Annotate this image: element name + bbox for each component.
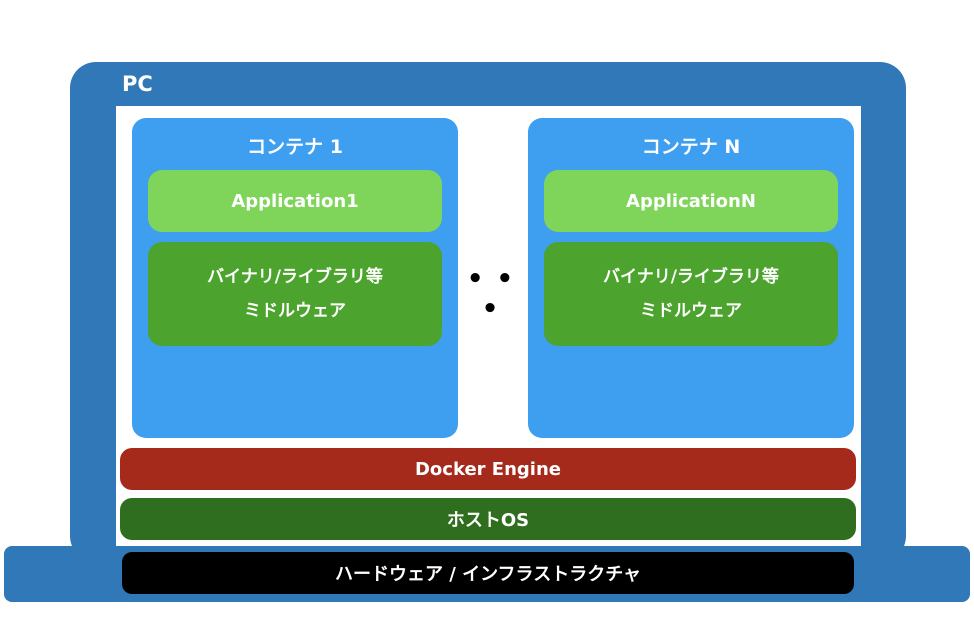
- host-os-layer: ホストOS: [120, 498, 856, 540]
- container-title: コンテナ N: [641, 136, 741, 158]
- libraries-label: バイナリ/ライブラリ等: [207, 267, 383, 287]
- container-title: コンテナ 1: [247, 136, 343, 158]
- libraries-box: バイナリ/ライブラリ等 ミドルウェア: [544, 242, 838, 346]
- docker-engine-layer: Docker Engine: [120, 448, 856, 490]
- hardware-layer: ハードウェア / インフラストラクチャ: [122, 552, 854, 594]
- container-n: コンテナ N ApplicationN バイナリ/ライブラリ等 ミドルウェア: [528, 118, 854, 438]
- pc-label: PC: [122, 72, 153, 96]
- application-box: Application1: [148, 170, 442, 232]
- ellipsis: • • •: [466, 264, 516, 324]
- application-box: ApplicationN: [544, 170, 838, 232]
- libraries-box: バイナリ/ライブラリ等 ミドルウェア: [148, 242, 442, 346]
- middleware-label: ミドルウェア: [640, 301, 742, 321]
- container-1: コンテナ 1 Application1 バイナリ/ライブラリ等 ミドルウェア: [132, 118, 458, 438]
- middleware-label: ミドルウェア: [244, 301, 346, 321]
- libraries-label: バイナリ/ライブラリ等: [603, 267, 779, 287]
